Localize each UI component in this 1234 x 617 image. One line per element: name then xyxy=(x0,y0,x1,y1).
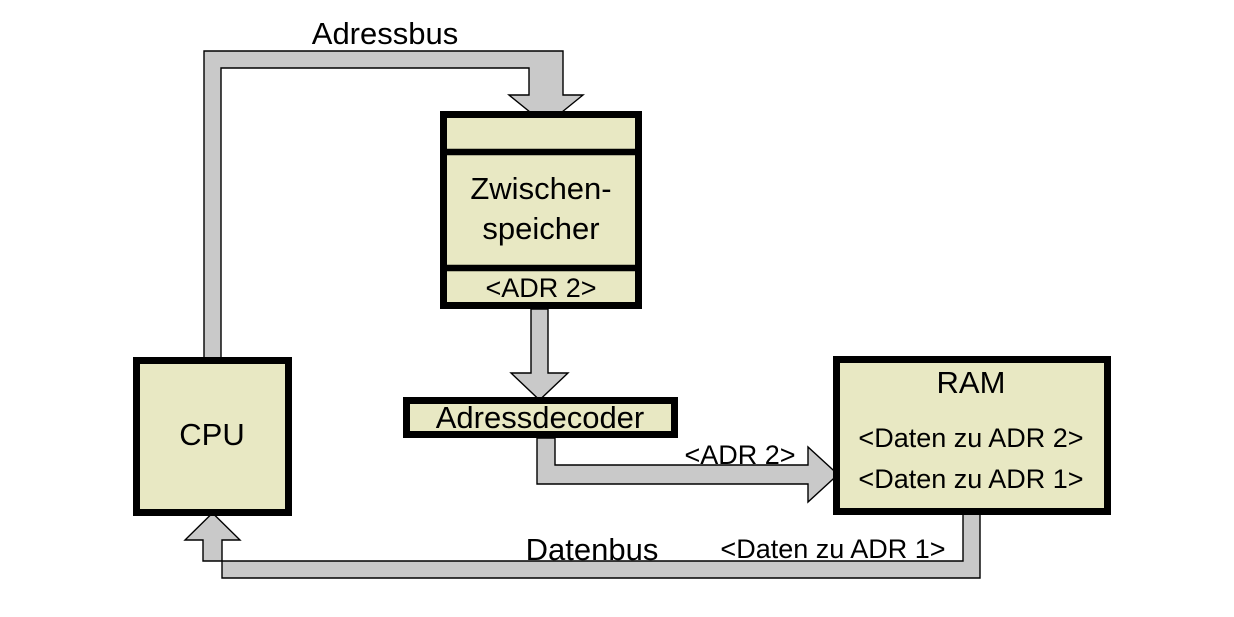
decoder-ram-path xyxy=(536,437,840,504)
cpu-box[interactable] xyxy=(133,357,292,516)
datenbus-label: Datenbus xyxy=(526,532,659,567)
ram-label: RAM xyxy=(937,365,1006,400)
zwischenspeicher-box[interactable] xyxy=(440,111,642,309)
zwischenspeicher-label-line2: speicher xyxy=(482,211,599,246)
datenbus-path xyxy=(183,512,981,579)
node-adressdecoder[interactable]: Adressdecoder xyxy=(403,397,678,438)
connection-zwischenspeicher-decoder xyxy=(509,308,570,401)
zwischenspeicher-decoder-path xyxy=(509,308,570,401)
connection-adressbus xyxy=(203,50,585,363)
ram-content-1: <Daten zu ADR 1> xyxy=(858,464,1083,494)
node-cpu[interactable]: CPU xyxy=(133,357,292,516)
adressbus-path xyxy=(203,50,585,363)
connection-datenbus xyxy=(183,512,981,579)
zwischenspeicher-label-line1: Zwischen- xyxy=(470,171,611,206)
datenbus-payload-label: <Daten zu ADR 1> xyxy=(720,534,945,564)
adressdecoder-label: Adressdecoder xyxy=(436,400,645,435)
node-ram[interactable]: RAM <Daten zu ADR 2> <Daten zu ADR 1> xyxy=(833,356,1111,515)
connection-decoder-ram xyxy=(536,437,840,504)
adressdecoder-box[interactable] xyxy=(403,397,678,438)
adr2-arrow-label: <ADR 2> xyxy=(684,440,795,470)
zwischenspeicher-section-bottom: <ADR 2> xyxy=(485,273,596,303)
ram-content-0: <Daten zu ADR 2> xyxy=(858,423,1083,453)
node-zwischenspeicher[interactable]: Zwischen- speicher <ADR 2> xyxy=(440,111,642,309)
ram-box[interactable] xyxy=(833,356,1111,515)
adressbus-label: Adressbus xyxy=(312,16,458,51)
cpu-label: CPU xyxy=(179,417,244,452)
